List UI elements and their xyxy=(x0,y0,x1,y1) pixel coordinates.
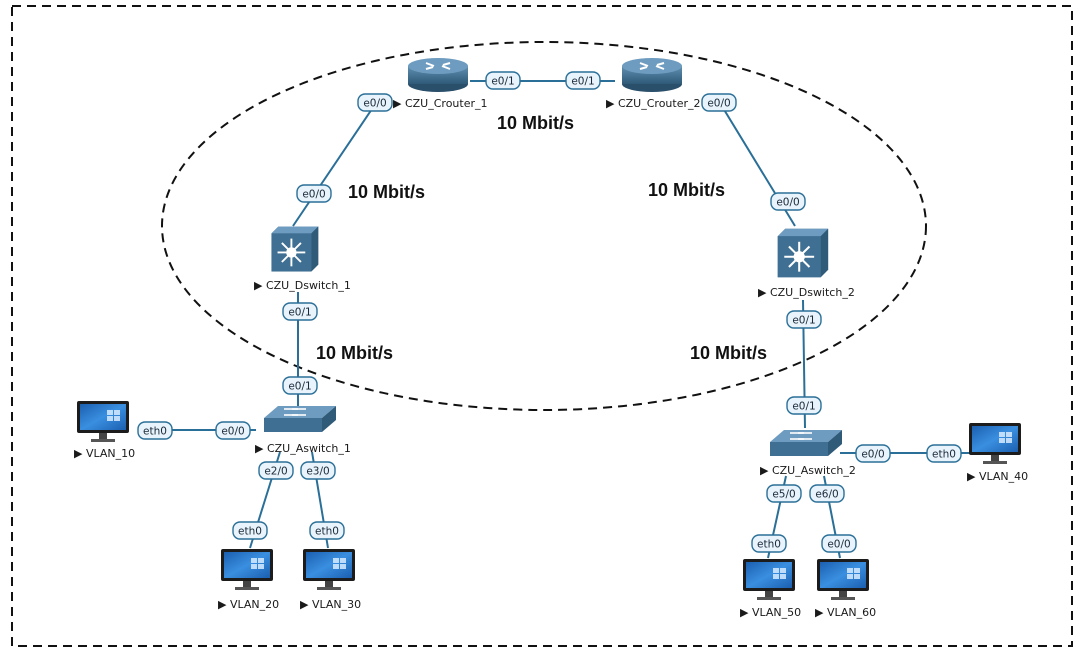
node-label-vlan60: ▶ VLAN_60 xyxy=(815,606,876,619)
port-badge: e0/1 xyxy=(786,310,822,329)
pc-icon[interactable] xyxy=(969,423,1021,464)
speed-label-r2-d2: 10 Mbit/s xyxy=(648,180,725,200)
port-badge: e0/1 xyxy=(485,71,521,90)
port-label: eth0 xyxy=(315,526,339,538)
router-icon[interactable] xyxy=(621,57,683,92)
port-label: e0/1 xyxy=(288,381,311,393)
port-badge: eth0 xyxy=(926,444,962,463)
port-label: e0/1 xyxy=(288,307,311,319)
port-label: e0/1 xyxy=(491,76,514,88)
links xyxy=(150,80,975,559)
port-badge: e0/0 xyxy=(215,421,251,440)
port-label: e2/0 xyxy=(264,466,287,478)
speed-label-d1-a1: 10 Mbit/s xyxy=(316,343,393,363)
pc-icon[interactable] xyxy=(743,559,795,600)
port-badge: e0/1 xyxy=(282,302,318,321)
port-label: e0/0 xyxy=(221,426,244,438)
node-label-crouter2: ▶ CZU_Crouter_2 xyxy=(606,97,701,110)
port-badge: e0/1 xyxy=(282,376,318,395)
speed-label-r1-d1: 10 Mbit/s xyxy=(348,182,425,202)
speed-label-d2-a2: 10 Mbit/s xyxy=(690,343,767,363)
switch-icon[interactable] xyxy=(769,429,843,457)
node-label-dswitch1: ▶ CZU_Dswitch_1 xyxy=(254,279,351,292)
core-region-ellipse xyxy=(161,41,927,411)
port-label: e0/0 xyxy=(302,189,325,201)
port-label: e6/0 xyxy=(815,489,838,501)
port-badge: e3/0 xyxy=(300,461,336,480)
port-label: eth0 xyxy=(757,539,781,551)
port-label: eth0 xyxy=(238,526,262,538)
port-badges: e0/1 e0/1 e0/0 e0/0 e0/0 e0/0 e0/1 e0/1 … xyxy=(137,71,962,553)
node-label-crouter1: ▶ CZU_Crouter_1 xyxy=(393,97,488,110)
node-label-aswitch2: ▶ CZU_Aswitch_2 xyxy=(760,464,856,477)
port-badge: eth0 xyxy=(232,521,268,540)
port-badge: eth0 xyxy=(137,421,173,440)
port-label: e5/0 xyxy=(772,489,795,501)
node-label-vlan50: ▶ VLAN_50 xyxy=(740,606,801,619)
node-label-vlan20: ▶ VLAN_20 xyxy=(218,598,279,611)
pc-icon[interactable] xyxy=(221,549,273,590)
speed-label-r1-r2: 10 Mbit/s xyxy=(497,113,574,133)
port-label: e0/0 xyxy=(776,197,799,209)
outer-dashed-frame xyxy=(11,5,1073,647)
port-badge: e0/0 xyxy=(770,192,806,211)
port-badge: eth0 xyxy=(751,534,787,553)
port-label: e0/0 xyxy=(707,98,730,110)
node-label-dswitch2: ▶ CZU_Dswitch_2 xyxy=(758,286,855,299)
port-badge: e2/0 xyxy=(258,461,294,480)
port-label: e0/0 xyxy=(861,449,884,461)
pc-icon[interactable] xyxy=(303,549,355,590)
switch-icon[interactable] xyxy=(263,405,337,433)
port-label: e0/1 xyxy=(792,315,815,327)
node-label-aswitch1: ▶ CZU_Aswitch_1 xyxy=(255,442,351,455)
port-label: e0/1 xyxy=(792,401,815,413)
link-r1-d1 xyxy=(292,102,377,227)
speed-labels: 10 Mbit/s 10 Mbit/s 10 Mbit/s 10 Mbit/s … xyxy=(316,113,767,363)
port-badge: e0/0 xyxy=(701,93,737,112)
port-badge: e0/1 xyxy=(786,396,822,415)
node-label-vlan40: ▶ VLAN_40 xyxy=(967,470,1028,483)
node-label-vlan10: ▶ VLAN_10 xyxy=(74,447,135,460)
port-label: eth0 xyxy=(932,449,956,461)
port-badge: e6/0 xyxy=(809,484,845,503)
pc-icon[interactable] xyxy=(77,401,129,442)
port-badge: e0/1 xyxy=(565,71,601,90)
multilayer-switch-icon[interactable] xyxy=(776,227,830,279)
port-badge: e5/0 xyxy=(766,484,802,503)
node-label-vlan30: ▶ VLAN_30 xyxy=(300,598,361,611)
devices xyxy=(77,57,1021,600)
multilayer-switch-icon[interactable] xyxy=(270,225,320,273)
port-label: e0/0 xyxy=(827,539,850,551)
port-badge: e0/0 xyxy=(821,534,857,553)
port-label: e3/0 xyxy=(306,466,329,478)
port-label: e0/1 xyxy=(571,76,594,88)
port-label: e0/0 xyxy=(363,98,386,110)
router-icon[interactable] xyxy=(407,57,469,92)
pc-icon[interactable] xyxy=(817,559,869,600)
port-badge: e0/0 xyxy=(855,444,891,463)
node-labels: ▶ CZU_Crouter_1 ▶ CZU_Crouter_2 ▶ CZU_Ds… xyxy=(74,97,1028,619)
port-badge: eth0 xyxy=(309,521,345,540)
port-badge: e0/0 xyxy=(357,93,393,112)
port-label: eth0 xyxy=(143,426,167,438)
port-badge: e0/0 xyxy=(296,184,332,203)
